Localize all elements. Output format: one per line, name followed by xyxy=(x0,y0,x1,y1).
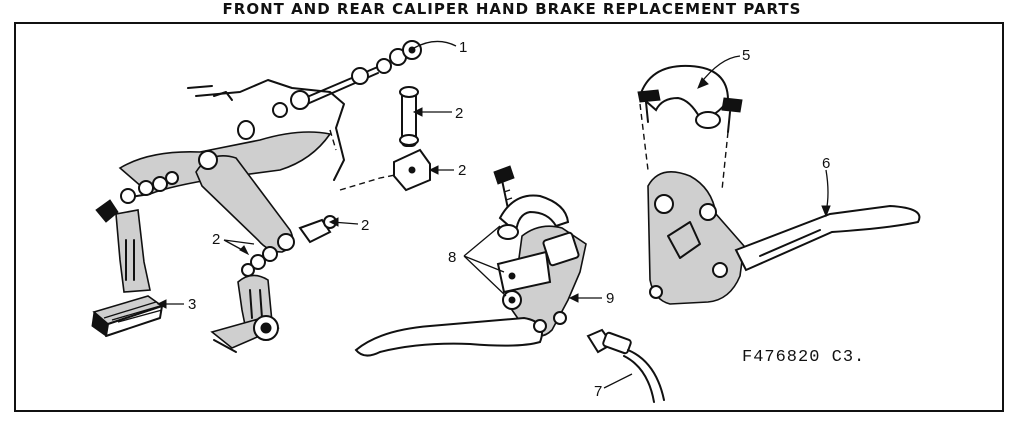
callout-7: 7 xyxy=(594,383,602,400)
callout-2-upper: 2 xyxy=(455,105,463,122)
callout-2-middle: 2 xyxy=(361,217,369,234)
callout-9: 9 xyxy=(606,290,614,307)
brake-cable-icon xyxy=(586,328,665,403)
callout-3: 3 xyxy=(188,296,196,313)
caliper-brake-assembly-icon xyxy=(95,40,422,332)
callout-6: 6 xyxy=(822,155,830,172)
brake-shoe-rear-icon xyxy=(210,315,280,353)
callout-5: 5 xyxy=(742,47,750,64)
callout-8: 8 xyxy=(448,249,456,266)
callout-leaders xyxy=(156,40,831,389)
cable-adjuster-icon xyxy=(393,86,431,192)
callout-2-left: 2 xyxy=(212,231,220,248)
callout-2-right: 2 xyxy=(458,162,466,179)
brake-lever-icon xyxy=(354,165,587,357)
diagram-frame xyxy=(14,22,1004,412)
mounting-clamp-icon xyxy=(637,64,745,305)
diagram-title: FRONT AND REAR CALIPER HAND BRAKE REPLAC… xyxy=(222,0,802,18)
part-number-label: F476820 C3. xyxy=(742,348,865,367)
brake-lever-arm-icon xyxy=(734,204,921,272)
brake-shoe-icon xyxy=(91,295,164,337)
callout-1: 1 xyxy=(459,39,467,56)
